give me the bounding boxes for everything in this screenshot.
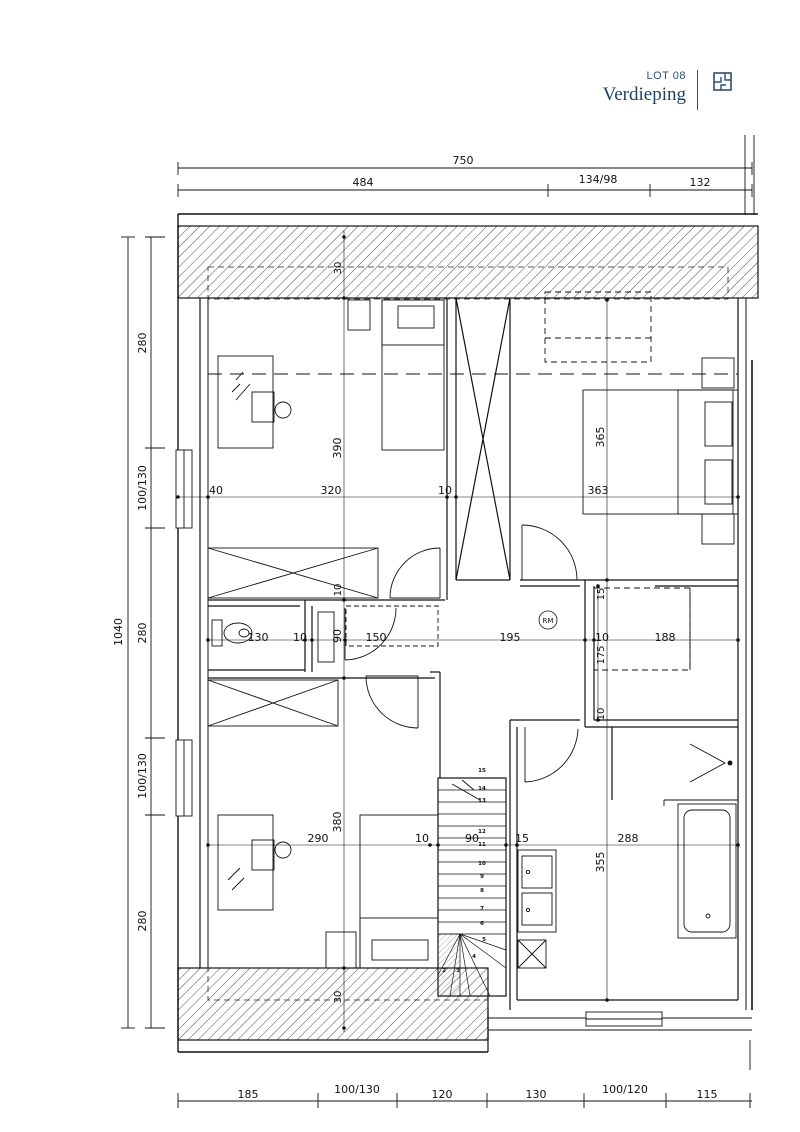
staircase <box>437 779 507 997</box>
bedroom1-furniture <box>207 299 445 599</box>
stair-step-number: 7 <box>480 906 484 912</box>
lot-label: LOT 08 <box>646 70 686 82</box>
outer-walls <box>177 213 759 1053</box>
left-dimensions <box>121 236 165 1029</box>
dim-left-2: 100/130 <box>136 465 149 511</box>
dim-wall-bottom: 30 <box>333 991 344 1004</box>
dim-v15: 15 <box>596 588 607 601</box>
stair-step-number: 5 <box>482 937 486 943</box>
dim-bottom-5: 100/120 <box>602 1083 648 1096</box>
dim-bottom-2: 100/130 <box>334 1083 380 1096</box>
dim-row2-a: 130 <box>248 631 269 644</box>
stair-step-number: 14 <box>478 786 486 792</box>
rm-label: RM <box>543 617 554 625</box>
toilet-fixtures <box>211 608 346 663</box>
dim-row1-b: 320 <box>321 484 342 497</box>
dim-master-height: 365 <box>594 427 607 448</box>
dim-row2-d: 150 <box>366 631 387 644</box>
dim-row1-c: 10 <box>438 484 452 497</box>
top-dimensions <box>177 135 755 215</box>
stair-step-number: 4 <box>472 954 476 960</box>
stair-step-number: 3 <box>456 968 460 974</box>
header-divider <box>697 70 698 110</box>
floorplan-icon <box>713 72 732 91</box>
stair-step-number: 2 <box>442 968 446 974</box>
dim-bottom-4: 130 <box>526 1088 547 1101</box>
dim-v10-a: 10 <box>333 584 344 597</box>
dim-row3-e: 288 <box>618 832 639 845</box>
stair-step-number: 10 <box>478 861 486 867</box>
dim-top-right: 132 <box>690 176 711 189</box>
stair-step-number: 8 <box>480 888 484 894</box>
dim-row3-b: 10 <box>415 832 429 845</box>
left-windows <box>175 449 193 817</box>
dim-left-1: 280 <box>136 333 149 354</box>
bottom-dimensions <box>177 1040 752 1108</box>
dim-left-3: 280 <box>136 623 149 644</box>
dim-v175: 175 <box>596 645 607 664</box>
interior-walls <box>208 297 738 1010</box>
stair-step-number: 15 <box>478 768 486 774</box>
dim-top-total: 750 <box>453 154 474 167</box>
interior-dimension-ticks <box>176 235 740 1030</box>
dim-left-4: 100/130 <box>136 753 149 799</box>
dim-row2-f: 10 <box>595 631 609 644</box>
dim-row3-d: 15 <box>515 832 529 845</box>
dim-bottom-1: 185 <box>238 1088 259 1101</box>
dim-row2-c: 90 <box>331 629 344 643</box>
dim-room1-height: 390 <box>331 438 344 459</box>
dim-left-total: 1040 <box>112 618 125 646</box>
stair-step-number: 12 <box>478 829 486 835</box>
dim-bottom-6: 115 <box>697 1088 718 1101</box>
dim-row2-g: 188 <box>655 631 676 644</box>
plan-title: Verdieping <box>602 84 686 105</box>
dim-row1-a: 40 <box>209 484 223 497</box>
bedroom1-door <box>389 547 441 599</box>
dim-top-left: 484 <box>353 176 374 189</box>
dim-wall-top: 30 <box>333 262 344 275</box>
dim-row2-e: 195 <box>500 631 521 644</box>
dim-v10-b: 10 <box>596 708 607 721</box>
dim-row2-b: 10 <box>293 631 307 644</box>
bedroom3-furniture <box>207 679 439 969</box>
dim-bath-height: 355 <box>594 852 607 873</box>
bathroom-fixtures <box>517 727 738 1027</box>
dim-bottom-3: 120 <box>432 1088 453 1101</box>
small-room-furniture <box>593 587 691 671</box>
plan-header: LOT 08 Verdieping <box>0 66 800 116</box>
dim-row3-a: 290 <box>308 832 329 845</box>
hall-doors <box>344 605 439 729</box>
rm-marker <box>538 610 558 630</box>
master-bedroom-furniture <box>208 291 739 581</box>
dim-room3-height: 380 <box>331 812 344 833</box>
dim-top-mid: 134/98 <box>579 173 618 186</box>
dim-left-5: 280 <box>136 911 149 932</box>
dim-row3-c: 90 <box>465 832 479 845</box>
dim-row1-d: 363 <box>588 484 609 497</box>
stair-step-number: 9 <box>480 874 484 880</box>
stair-step-number: 13 <box>478 798 486 804</box>
stair-step-number: 6 <box>480 921 484 927</box>
interior-dimension-lines <box>178 230 738 1032</box>
